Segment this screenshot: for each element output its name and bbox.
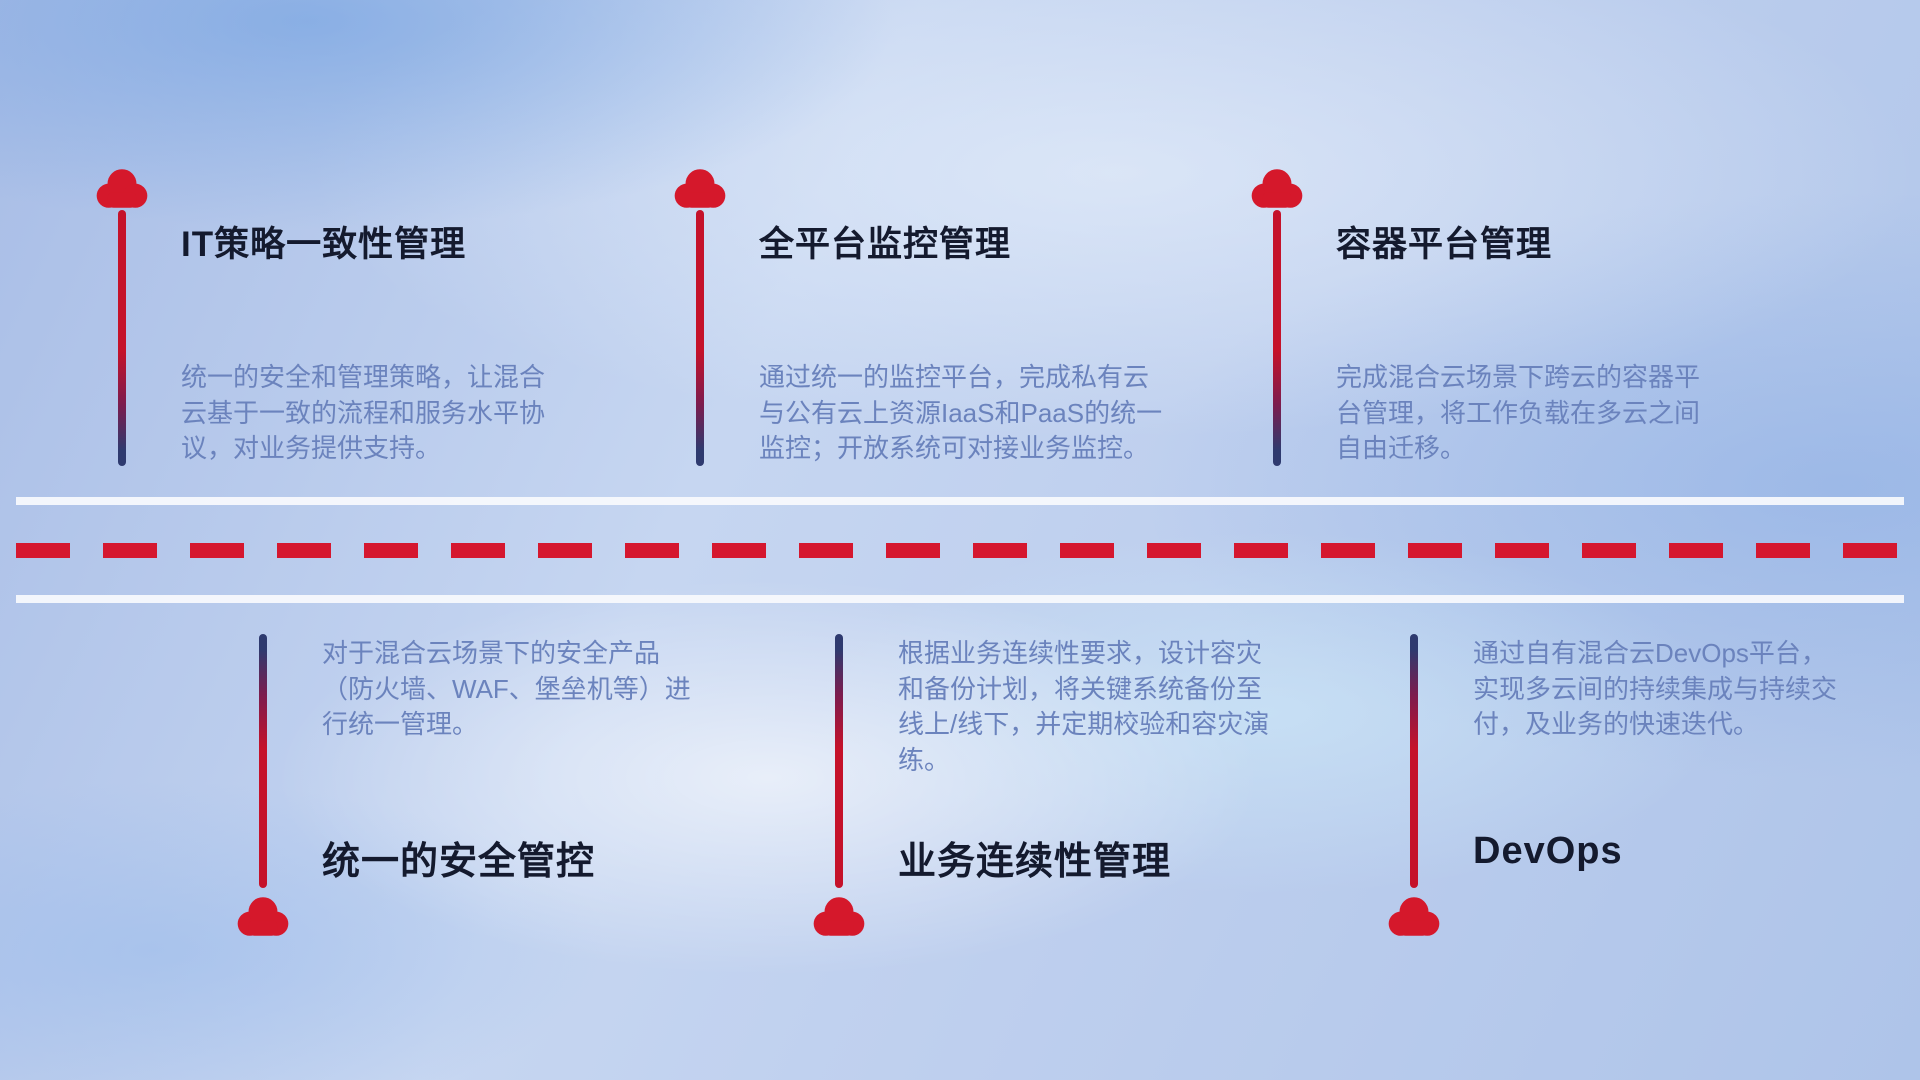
- connector-line: [1410, 634, 1418, 888]
- cloud-icon: [1251, 169, 1303, 208]
- connector-line: [118, 210, 126, 466]
- item-description: 通过自有混合云DevOps平台，实现多云间的持续集成与持续交付，及业务的快速迭代…: [1473, 638, 1838, 740]
- item-title: 统一的安全管控: [322, 841, 596, 883]
- item-description: 对于混合云场景下的安全产品（防火墙、WAF、堡垒机等）进行统一管理。: [322, 638, 691, 740]
- road-line-bottom: [16, 595, 1904, 603]
- item-title: 业务连续性管理: [898, 841, 1172, 883]
- cloud-icon: [674, 169, 726, 208]
- item-description: 统一的安全和管理策略，让混合云基于一致的流程和服务水平协议，对业务提供支持。: [181, 362, 546, 464]
- connector-line: [835, 634, 843, 888]
- connector-line: [696, 210, 704, 466]
- connector-line: [1273, 210, 1281, 466]
- item-title: DevOps: [1473, 830, 1623, 872]
- item-description: 通过统一的监控平台，完成私有云与公有云上资源IaaS和PaaS的统一监控；开放系…: [759, 362, 1163, 464]
- item-title: 全平台监控管理: [759, 225, 1012, 264]
- item-description: 完成混合云场景下跨云的容器平台管理，将工作负载在多云之间自由迁移。: [1336, 362, 1701, 464]
- item-title: IT策略一致性管理: [181, 225, 467, 264]
- connector-line: [259, 634, 267, 888]
- cloud-icon: [1388, 897, 1440, 936]
- cloud-icon: [813, 897, 865, 936]
- road-dashed-centerline: [16, 543, 1904, 558]
- cloud-icon: [96, 169, 148, 208]
- item-description: 根据业务连续性要求，设计容灾和备份计划，将关键系统备份至线上/线下，并定期校验和…: [898, 638, 1270, 775]
- cloud-icon: [237, 897, 289, 936]
- road-line-top: [16, 497, 1904, 505]
- item-title: 容器平台管理: [1336, 225, 1553, 264]
